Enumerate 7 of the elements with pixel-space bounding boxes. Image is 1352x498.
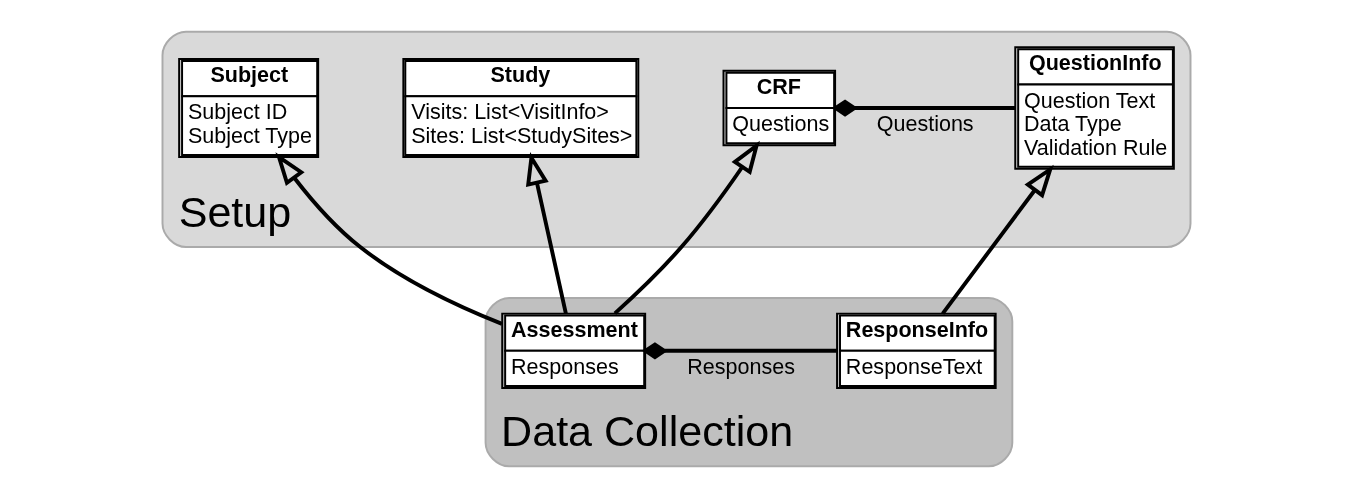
arrow — [613, 140, 760, 315]
connector — [641, 342, 837, 360]
edge-label: Questions — [876, 112, 974, 137]
arrow — [940, 164, 1054, 315]
edge-label: Responses — [686, 354, 795, 379]
arrow — [274, 152, 503, 326]
arrow — [525, 151, 568, 315]
